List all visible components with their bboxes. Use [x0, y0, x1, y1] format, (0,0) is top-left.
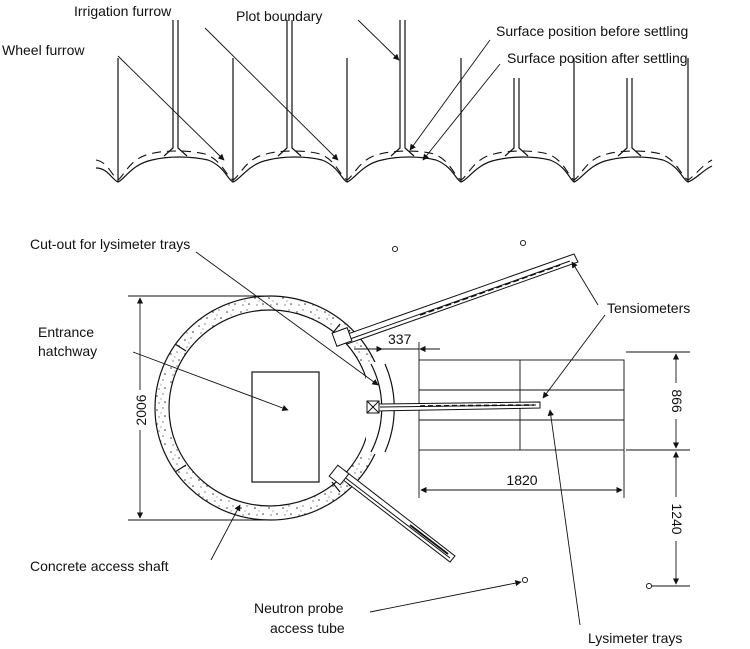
- irrigation-furrow-label: Irrigation furrow: [74, 3, 172, 19]
- neutron-probe-arrow: [369, 580, 522, 613]
- tensiometer-lower: [328, 464, 456, 563]
- dim-tray-length: [418, 450, 625, 498]
- irrigation-furrow-markers: [163, 20, 642, 157]
- concrete-shaft-label: Concrete access shaft: [30, 558, 169, 574]
- dim-1240-text: 1240: [669, 503, 685, 534]
- entrance-arrow: [132, 351, 289, 411]
- dim-shaft-diameter: [128, 295, 268, 521]
- wheel-furrow-arrow: [117, 55, 225, 161]
- dim-1820-text: 1820: [506, 472, 537, 488]
- neutron-probe-label-line1: Neutron probe: [254, 600, 344, 616]
- plot-boundary-label: Plot boundary: [236, 8, 322, 24]
- surface-before-label: Surface position before settling: [496, 23, 688, 39]
- dim-cutout-offset: [354, 342, 440, 360]
- field-cross-section: Irrigation furrow Plot boundary Wheel fu…: [2, 3, 713, 183]
- lysimeter-trays-arrow: [547, 409, 581, 626]
- lysimeter-trays-label: Lysimeter trays: [588, 630, 682, 646]
- tensiometer-arrow-upper: [571, 261, 599, 306]
- plot-boundary-arrow: [357, 19, 400, 61]
- tensiometer-arrow-middle: [542, 314, 606, 399]
- concrete-shaft-arrow: [210, 504, 241, 561]
- neutron-probe-label-line2: access tube: [270, 620, 345, 636]
- surface-after-line: [95, 156, 713, 183]
- tensiometer-upper: [331, 253, 579, 347]
- dim-tube-offset: [652, 451, 690, 587]
- plot-boundary-lines: [117, 58, 689, 182]
- cutout-label: Cut-out for lysimeter trays: [30, 236, 190, 252]
- dim-866-text: 866: [669, 389, 685, 413]
- irrigation-furrow-arrow: [204, 27, 339, 161]
- concrete-access-shaft: [154, 295, 386, 521]
- tensiometers-label: Tensiometers: [607, 300, 690, 316]
- wheel-furrow-label: Wheel furrow: [2, 42, 85, 58]
- surface-after-label: Surface position after settling: [507, 50, 688, 66]
- surface-after-arrow: [422, 63, 501, 161]
- entrance-label-line1: Entrance: [38, 324, 94, 340]
- surface-before-arrow: [409, 39, 491, 151]
- neutron-probe-tubes: [391, 239, 653, 590]
- dim-2006-text: 2006: [133, 394, 149, 425]
- entrance-hatchway: [251, 371, 320, 483]
- cutout-arrow: [195, 251, 379, 386]
- tensiometer-middle: [366, 400, 541, 414]
- dim-tray-height: [626, 351, 690, 451]
- surface-before-line: [95, 150, 713, 181]
- plan-view: 2006 337 866 1820 1240: [30, 236, 690, 646]
- entrance-label-line2: hatchway: [38, 343, 97, 359]
- dim-337-text: 337: [388, 331, 412, 347]
